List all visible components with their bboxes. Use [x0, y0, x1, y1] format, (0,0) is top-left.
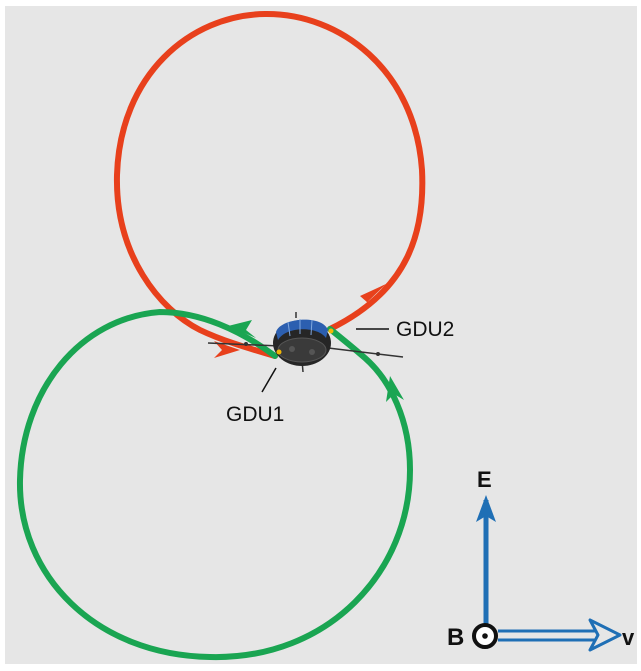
gdu1-beam-orbit: [16, 308, 414, 661]
gdu1-beam-arrow-upper: [228, 320, 256, 338]
gdu1-leader-line: [261, 367, 277, 393]
v-axis-label: v: [622, 625, 635, 650]
gdu2-beam-orbit: [113, 10, 426, 359]
coordinate-axes: [472, 495, 622, 652]
b-field-label: B: [447, 624, 464, 651]
spacecraft-icon: [207, 312, 404, 373]
gdu2-label: GDU2: [396, 318, 454, 341]
gdu1-beam-arrow-right: [386, 376, 404, 402]
gdu2-beam-arrow-upper: [355, 284, 386, 314]
gdu1-label: GDU1: [226, 403, 284, 426]
e-axis-arrowhead: [476, 495, 496, 522]
gdu2-beam-arrow-lower: [214, 341, 240, 358]
v-axis-arrowhead: [588, 618, 622, 652]
e-axis-label: E: [477, 467, 492, 492]
